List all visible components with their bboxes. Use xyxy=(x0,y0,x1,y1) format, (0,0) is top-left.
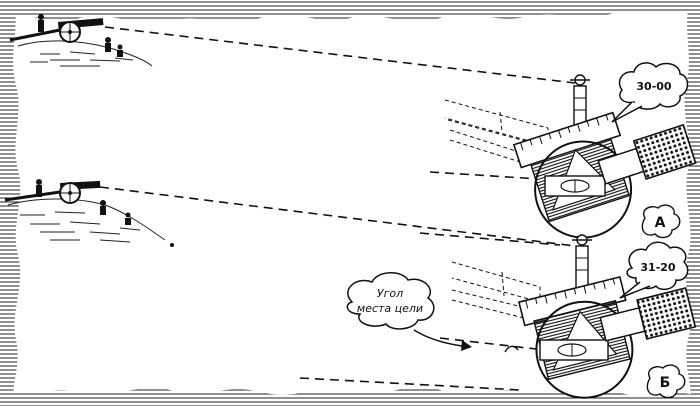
annotation-line-1: Угол xyxy=(377,287,403,300)
lower-gun-crew xyxy=(36,179,131,225)
instrument-b: 31-20 Б xyxy=(451,234,697,399)
lower-gun xyxy=(4,180,101,204)
callout-a-value: 30-00 xyxy=(636,80,672,93)
instrument-a: 30-00 А xyxy=(444,62,697,239)
badge-b-letter: Б xyxy=(660,375,671,391)
sight-lines xyxy=(99,26,576,391)
upper-gun xyxy=(9,18,104,43)
lower-gun-position xyxy=(4,179,174,247)
callout-b-value: 31-20 xyxy=(640,261,676,274)
callout-a: 30-00 xyxy=(611,62,689,123)
upper-gun-crew xyxy=(38,14,123,57)
target-angle-annotation: Угол места цели xyxy=(346,272,519,353)
badge-a-letter: А xyxy=(655,215,666,231)
badge-a: А xyxy=(641,204,681,239)
callout-b: 31-20 xyxy=(619,241,689,299)
annotation-line-2: места цели xyxy=(357,302,423,315)
badge-b: Б xyxy=(646,364,686,399)
upper-gun-position xyxy=(9,14,153,67)
